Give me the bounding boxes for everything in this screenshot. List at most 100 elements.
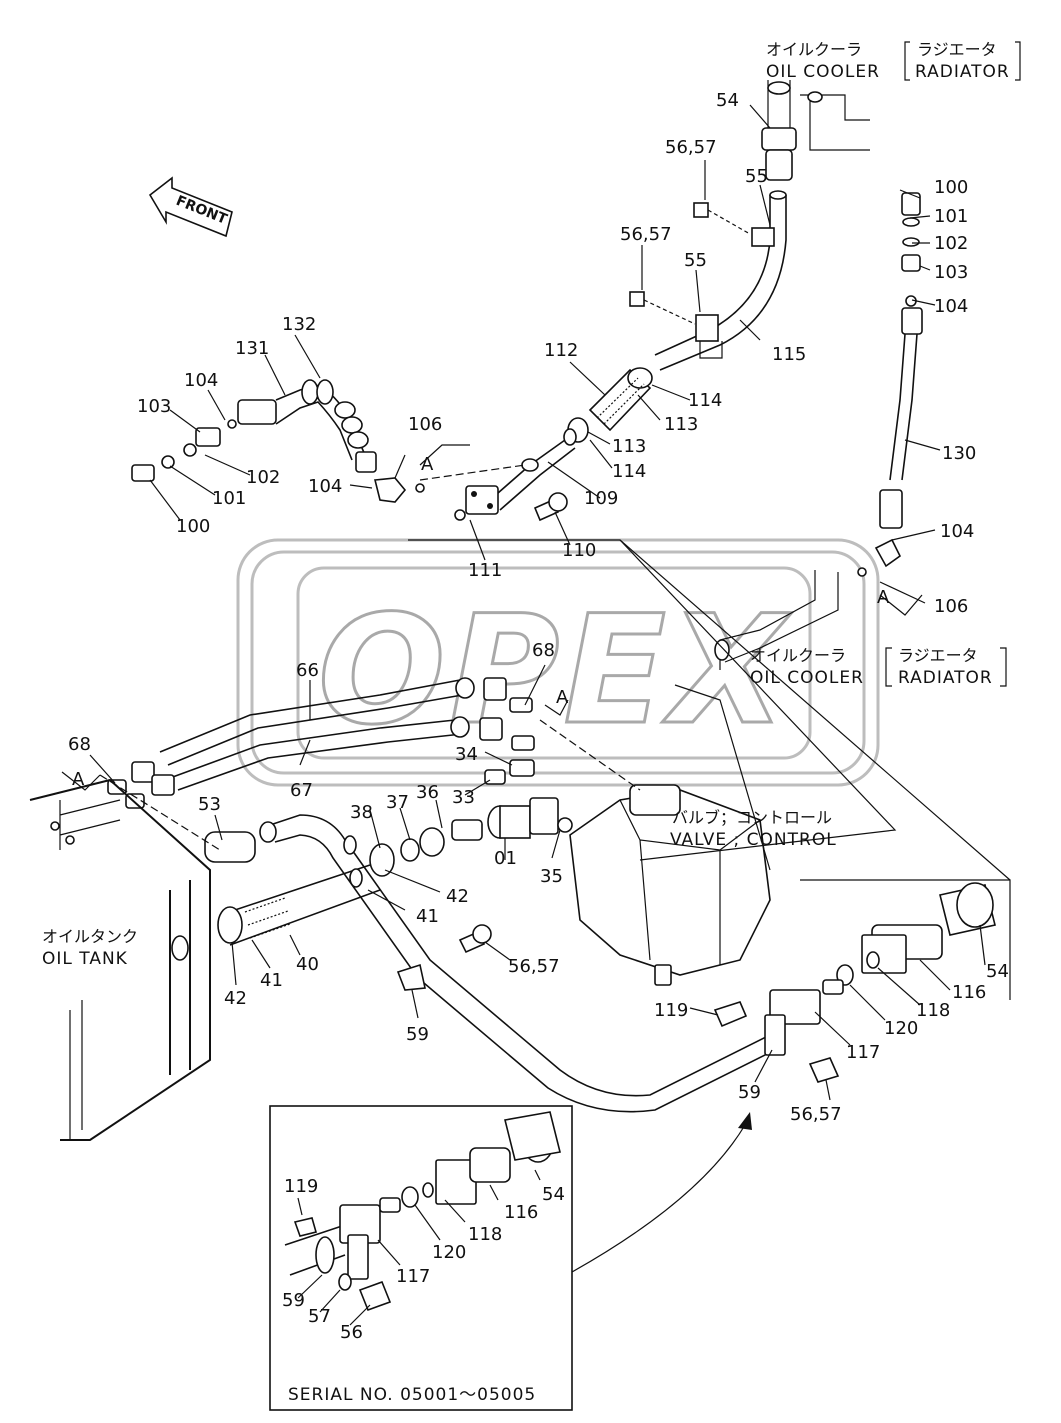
label-54-top: 54 [716,90,739,111]
label-a-mid: A [556,687,569,708]
label-41-b: 41 [260,970,283,991]
oil-tank-drawing [29,778,211,1141]
label-41-a: 41 [416,906,439,927]
front-arrow-icon: FRONT [148,176,233,238]
serial-label-118: 118 [468,1224,502,1245]
oring-111 [454,509,466,521]
label-53: 53 [198,794,221,815]
label-100-left: 100 [176,516,210,537]
fittings-100-104-left [131,419,237,482]
fittings-68 [107,697,535,809]
part-number-labels: 54 56,57 55 56,57 55 115 112 114 113 113… [68,90,1009,1343]
label-102-left: 102 [246,467,280,488]
label-67: 67 [290,780,313,801]
label-113-b: 113 [612,436,646,457]
leader-lines [89,104,986,1101]
label-38: 38 [350,802,373,823]
label-109: 109 [584,488,618,509]
label-120: 120 [884,1018,918,1039]
bolt-110 [533,492,568,522]
serial-inset [269,1105,573,1411]
label-33: 33 [452,787,475,808]
label-54-right: 54 [986,961,1009,982]
hose-115 [654,190,787,371]
label-01: 01 [494,848,517,869]
control-valve-drawing [569,784,771,986]
label-42-b: 42 [224,988,247,1009]
label-116: 116 [952,982,986,1003]
pipe-return [204,814,776,1113]
label-101-right: 101 [934,206,968,227]
fitting-01 [487,797,573,839]
label-102-right: 102 [934,233,968,254]
oil-cooler-mid-jp: オイルクーラ [750,646,846,665]
hoses-66-67 [131,677,507,796]
bolt-56-57-a [693,202,751,235]
label-59-b: 59 [738,1082,761,1103]
serial-label-120: 120 [432,1242,466,1263]
bolt-56-57-b [629,291,696,325]
label-42-a: 42 [446,886,469,907]
radiator-mid-jp: ラジエータ [898,646,978,665]
label-104-left: 104 [184,370,218,391]
label-56-57-d: 56,57 [790,1104,842,1125]
flange-assembly-right [713,882,996,1083]
serial-caption: SERIAL NO. 05001～05005 [288,1385,536,1405]
label-114-b: 114 [612,461,646,482]
label-106-right: 106 [934,596,968,617]
radiator-mid-en: RADIATOR [898,668,993,688]
serial-label-59: 59 [282,1290,305,1311]
label-104-right: 104 [934,296,968,317]
label-117: 117 [846,1042,880,1063]
label-55-b: 55 [684,250,707,271]
label-132: 132 [282,314,316,335]
label-131: 131 [235,338,269,359]
serial-label-56: 56 [340,1322,363,1343]
label-56-57-c: 56,57 [508,956,560,977]
label-103-right: 103 [934,262,968,283]
label-111: 111 [468,560,502,581]
oil-tank-en: OIL TANK [42,949,128,969]
serial-label-119: 119 [284,1176,318,1197]
label-68-b: 68 [68,734,91,755]
label-36: 36 [416,782,439,803]
label-a-left: A [72,769,85,790]
label-55-a: 55 [745,166,768,187]
label-37: 37 [386,792,409,813]
hose-131-132 [237,379,377,473]
label-100-right: 100 [934,177,968,198]
hose-112-assembly [465,367,653,515]
label-106-left: 106 [408,414,442,435]
label-101-left: 101 [212,488,246,509]
label-56-57-a: 56,57 [665,137,717,158]
label-110: 110 [562,540,596,561]
serial-label-117: 117 [396,1266,430,1287]
oil-tank-jp: オイルタンク [42,927,138,946]
label-114-a: 114 [688,390,722,411]
hose-130 [857,192,923,577]
label-a-top: A [421,454,434,475]
label-59-a: 59 [406,1024,429,1045]
watermark-text: OPEX [318,584,792,758]
label-104-left2: 104 [308,476,342,497]
oil-cooler-mid-en: OIL COOLER [750,668,864,688]
label-34: 34 [455,744,478,765]
valve-control-en: VALVE ; CONTROL [670,830,837,850]
label-104-right2: 104 [940,521,974,542]
label-68-a: 68 [532,640,555,661]
label-115: 115 [772,344,806,365]
radiator-top-jp: ラジエータ [917,40,997,59]
label-40: 40 [296,954,319,975]
serial-label-54: 54 [542,1184,565,1205]
elbow-106-left [373,477,407,503]
label-35: 35 [540,866,563,887]
clamp-55-upper [751,227,775,247]
oil-cooler-top-en: OIL COOLER [766,62,880,82]
fittings-36-38 [369,819,483,877]
curved-arrow-icon [571,1112,752,1273]
label-118: 118 [916,1000,950,1021]
label-119: 119 [654,1000,688,1021]
oring-104-left2 [415,483,425,493]
